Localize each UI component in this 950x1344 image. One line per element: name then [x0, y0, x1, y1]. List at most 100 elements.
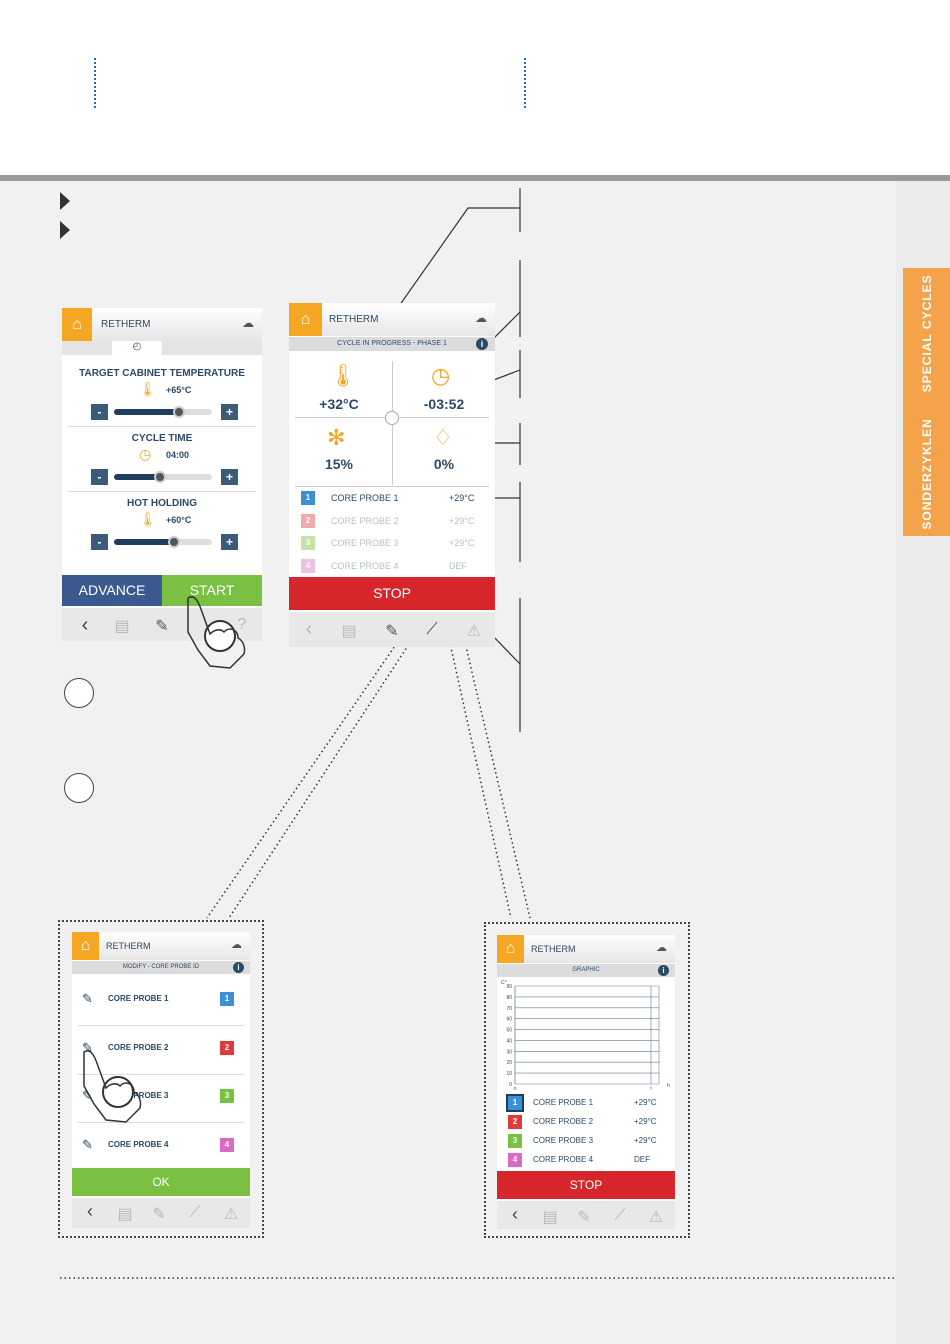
y-tick-label: 10 — [506, 1071, 512, 1077]
minus-button[interactable]: - — [91, 534, 108, 550]
screen-title: RETHERM — [101, 319, 151, 330]
graph-icon[interactable]: ⟋ — [189, 1204, 201, 1221]
back-icon[interactable]: ‹ — [87, 1201, 93, 1221]
section-divider — [68, 426, 256, 427]
graph-icon[interactable]: ⟋ — [614, 1207, 626, 1224]
book-icon[interactable]: ▤ — [117, 1206, 133, 1223]
book-icon[interactable]: ▤ — [341, 623, 357, 640]
back-icon[interactable]: ‹ — [305, 618, 313, 640]
slider-knob[interactable] — [154, 471, 166, 483]
nav-bar: ‹ ▤ ✎ ⟋ ⚠ — [497, 1201, 675, 1229]
y-unit-label: C° — [501, 980, 507, 986]
plus-button[interactable]: + — [221, 404, 238, 420]
probe-icon[interactable]: ✎ — [155, 618, 169, 635]
warning-icon[interactable]: ⚠ — [466, 623, 482, 640]
dotted-marker-left — [94, 58, 96, 108]
screen-header: ⌂ RETHERM ☁ — [72, 932, 250, 960]
minus-button[interactable]: - — [91, 469, 108, 485]
home-icon: ⌂ — [505, 940, 516, 957]
graph-icon[interactable]: ⟋ — [426, 621, 438, 638]
edit-icon[interactable]: ✎ — [82, 1088, 93, 1103]
home-button[interactable]: ⌂ — [72, 932, 99, 960]
plus-button[interactable]: + — [221, 534, 238, 550]
probe-number-badge: 2 — [220, 1040, 234, 1055]
hand-outline — [83, 1050, 142, 1123]
section-title: CYCLE TIME — [131, 433, 193, 444]
probe-number-badge: 2 — [508, 1115, 522, 1129]
section-value: 04:00 — [166, 450, 190, 460]
warning-icon[interactable]: ⚠ — [648, 1209, 664, 1226]
home-button[interactable]: ⌂ — [497, 935, 524, 963]
stop-button[interactable]: STOP — [497, 1171, 675, 1199]
plus-button[interactable]: + — [221, 469, 238, 485]
back-icon[interactable]: ‹ — [512, 1204, 518, 1224]
probe-value: +29°C — [634, 1117, 657, 1126]
probe-number-badge: 1 — [220, 992, 234, 1006]
home-icon: ⌂ — [300, 310, 311, 328]
probe-value: +29°C — [449, 515, 475, 526]
probe-value: +29°C — [634, 1098, 657, 1107]
ok-button[interactable]: OK — [72, 1168, 250, 1196]
thermometer-icon: 🌡︎ — [329, 363, 357, 388]
hand-pointer-icon — [102, 1076, 134, 1108]
help-icon[interactable]: ? — [237, 616, 247, 633]
edit-center-icon[interactable] — [385, 411, 399, 425]
probe-icon[interactable]: ✎ — [577, 1209, 591, 1226]
y-tick-label: 80 — [506, 995, 512, 1001]
step-circle — [64, 678, 94, 708]
setup-screen: ⌂ RETHERM ☁ ◴ TARGET CABINET TEMPERATURE… — [62, 308, 262, 641]
slider-knob[interactable] — [173, 406, 185, 418]
book-icon[interactable]: ▤ — [542, 1209, 558, 1226]
probe-value: DEF — [449, 560, 467, 571]
info-icon[interactable]: i — [476, 338, 488, 350]
probe-value: +29°C — [634, 1136, 657, 1145]
probe-icon[interactable]: ✎ — [385, 623, 399, 640]
screen-title: RETHERM — [106, 941, 151, 951]
section-title: HOT HOLDING — [127, 498, 197, 509]
y-tick-label: 0 — [509, 1082, 512, 1088]
stop-button[interactable]: STOP — [289, 577, 495, 610]
dotted-marker-right — [524, 58, 526, 108]
hand-pointer-icon — [204, 620, 236, 652]
back-icon[interactable]: ‹ — [81, 614, 89, 636]
probe-row[interactable]: ✎ CORE PROBE 1 1 — [72, 984, 250, 1028]
info-icon[interactable]: i — [233, 962, 244, 973]
step-circle — [64, 773, 94, 803]
edit-icon[interactable]: ✎ — [82, 991, 93, 1006]
edit-icon[interactable]: ✎ — [82, 1039, 93, 1055]
slider-knob[interactable] — [168, 536, 180, 548]
probe-icon[interactable]: ✎ — [152, 1206, 166, 1223]
zoom-frame-left — [58, 920, 264, 1238]
probe-name: CORE PROBE 1 — [108, 994, 169, 1003]
section-title: TARGET CABINET TEMPERATURE — [79, 368, 245, 379]
slider-fill — [114, 474, 160, 480]
warning-icon[interactable]: ⚠ — [223, 1206, 239, 1223]
cloud-icon: ☁ — [475, 311, 487, 325]
start-button[interactable]: START — [162, 575, 262, 606]
zoom-frame-right — [484, 922, 690, 1238]
book-icon[interactable]: ▤ — [114, 618, 130, 635]
info-icon[interactable]: i — [658, 965, 669, 976]
probe-number-badge: 3 — [508, 1134, 522, 1148]
probe-number-badge: 4 — [508, 1153, 522, 1167]
minus-button[interactable]: - — [91, 404, 108, 420]
edit-icon[interactable]: ✎ — [82, 1136, 93, 1152]
x-unit-label: h — [667, 1083, 670, 1089]
probe-value: +29°C — [449, 538, 475, 548]
probe-name: CORE PROBE 2 — [331, 515, 399, 526]
section-value: +65°C — [166, 385, 192, 395]
y-tick-label: 40 — [506, 1038, 512, 1044]
advance-button[interactable]: ADVANCE — [62, 575, 162, 606]
timer-tab[interactable]: ◴ — [112, 341, 162, 355]
home-button[interactable]: ⌂ — [62, 308, 92, 341]
fan-speed: 15% — [324, 456, 354, 472]
home-button[interactable]: ⌂ — [289, 303, 322, 336]
home-icon: ⌂ — [80, 937, 91, 954]
humidity-icon: ♢ — [433, 425, 453, 450]
section-icon: 🌡︎ — [139, 511, 157, 527]
row-divider — [78, 1025, 244, 1026]
